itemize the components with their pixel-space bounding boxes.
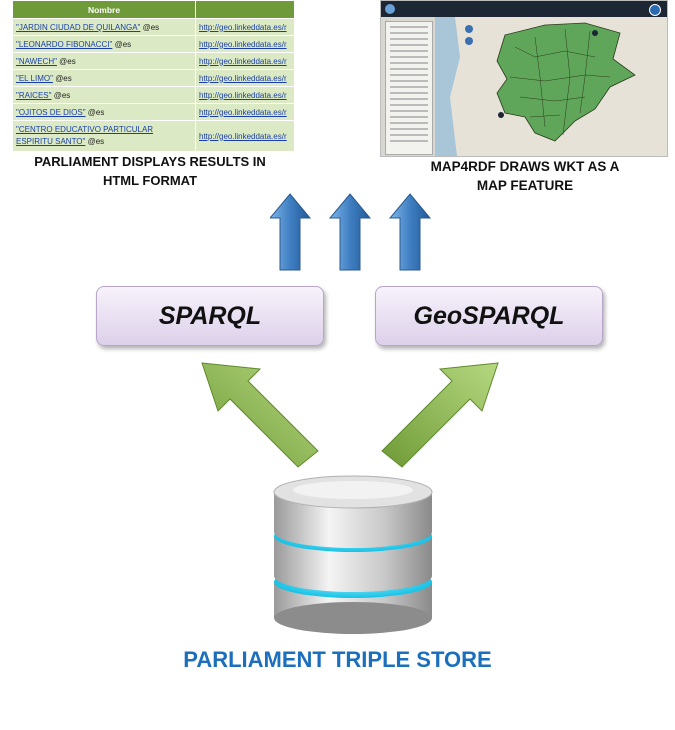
lang-tag: @es (114, 39, 132, 49)
table-row: "EL LIMO" @es http://geo.linkeddata.es/r (12, 69, 295, 87)
green-arrow-right (381, 362, 499, 468)
uri-cell: http://geo.linkeddata.es/r (195, 69, 295, 87)
query-arrows (201, 362, 499, 468)
results-table: Nombre "JARDIN CIUDAD DE QUILANGA" @es h… (12, 0, 295, 152)
geosparql-label: GeoSPARQL (413, 301, 565, 330)
name-link[interactable]: "JARDIN CIUDAD DE QUILANGA" (16, 22, 141, 32)
up-arrow-2 (328, 193, 372, 271)
name-cell: "CENTRO EDUCATIVO PARTICULAR ESPIRITU SA… (12, 120, 196, 152)
name-cell: "RAICES" @es (12, 86, 196, 104)
up-arrow-1 (270, 193, 312, 271)
name-link[interactable]: "LEONARDO FIBONACCI" (16, 39, 113, 49)
sparql-box: SPARQL (96, 286, 324, 346)
uri-link[interactable]: http://geo.linkeddata.es/r (199, 90, 287, 100)
map-facets-panel (385, 21, 433, 155)
lang-tag: @es (142, 22, 160, 32)
name-link[interactable]: "NAWECH" (16, 56, 57, 66)
table-row: "LEONARDO FIBONACCI" @es http://geo.link… (12, 35, 295, 53)
geosparql-box: GeoSPARQL (375, 286, 603, 346)
right-caption: MAP4RDF DRAWS WKT AS A MAP FEATURE (395, 157, 655, 195)
uri-cell: http://geo.linkeddata.es/r (195, 86, 295, 104)
sparql-label: SPARQL (158, 301, 262, 330)
lang-tag: @es (55, 73, 72, 83)
table-row: "OJITOS DE DIOS" @es http://geo.linkedda… (12, 103, 295, 121)
uri-cell: http://geo.linkeddata.es/r (195, 35, 295, 53)
uri-cell: http://geo.linkeddata.es/r (195, 120, 295, 152)
header-uri (195, 0, 295, 19)
right-caption-line2: MAP FEATURE (476, 178, 574, 193)
table-row: "JARDIN CIUDAD DE QUILANGA" @es http://g… (12, 18, 295, 36)
output-arrows (270, 193, 432, 271)
header-nombre: Nombre (12, 0, 196, 19)
left-caption-line2: HTML FORMAT (102, 173, 198, 188)
map4rdf-logo-icon (385, 4, 395, 14)
map4rdf-screenshot (380, 0, 668, 157)
map-toolbar (381, 1, 667, 17)
table-row: "RAICES" @es http://geo.linkeddata.es/r (12, 86, 295, 104)
map-close-icon[interactable] (649, 4, 661, 16)
up-arrow-3 (388, 193, 432, 271)
map-canvas[interactable] (435, 17, 667, 156)
name-cell: "JARDIN CIUDAD DE QUILANGA" @es (12, 18, 196, 36)
uri-link[interactable]: http://geo.linkeddata.es/r (199, 22, 287, 32)
lang-tag: @es (87, 107, 105, 117)
table-header-row: Nombre (12, 0, 295, 19)
triple-store-label: PARLIAMENT TRIPLE STORE (183, 647, 492, 672)
uri-cell: http://geo.linkeddata.es/r (195, 103, 295, 121)
name-cell: "EL LIMO" @es (12, 69, 196, 87)
database-icon (273, 475, 433, 634)
name-cell: "NAWECH" @es (12, 52, 196, 70)
uri-link[interactable]: http://geo.linkeddata.es/r (199, 73, 287, 83)
uri-link[interactable]: http://geo.linkeddata.es/r (199, 56, 287, 66)
ecuador-map-feature (435, 17, 636, 156)
table-row: "NAWECH" @es http://geo.linkeddata.es/r (12, 52, 295, 70)
lang-tag: @es (87, 137, 105, 146)
name-cell: "LEONARDO FIBONACCI" @es (12, 35, 196, 53)
name-link[interactable]: "OJITOS DE DIOS" (16, 107, 86, 117)
green-arrow-left (201, 362, 319, 468)
name-link[interactable]: "EL LIMO" (16, 73, 53, 83)
uri-cell: http://geo.linkeddata.es/r (195, 52, 295, 70)
name-link[interactable]: "RAICES" (16, 90, 52, 100)
right-caption-line1: MAP4RDF DRAWS WKT AS A (430, 159, 620, 174)
table-row: "CENTRO EDUCATIVO PARTICULAR ESPIRITU SA… (12, 120, 295, 152)
uri-link[interactable]: http://geo.linkeddata.es/r (199, 107, 287, 117)
lang-tag: @es (59, 56, 76, 66)
left-caption-line1: PARLIAMENT DISPLAYS RESULTS IN (34, 154, 266, 169)
lang-tag: @es (53, 90, 71, 100)
uri-cell: http://geo.linkeddata.es/r (195, 18, 295, 36)
uri-link[interactable]: http://geo.linkeddata.es/r (199, 131, 287, 141)
name-cell: "OJITOS DE DIOS" @es (12, 103, 196, 121)
name-link[interactable]: "CENTRO EDUCATIVO PARTICULAR ESPIRITU SA… (16, 125, 154, 146)
uri-link[interactable]: http://geo.linkeddata.es/r (199, 39, 287, 49)
left-caption: PARLIAMENT DISPLAYS RESULTS IN HTML FORM… (20, 152, 280, 190)
